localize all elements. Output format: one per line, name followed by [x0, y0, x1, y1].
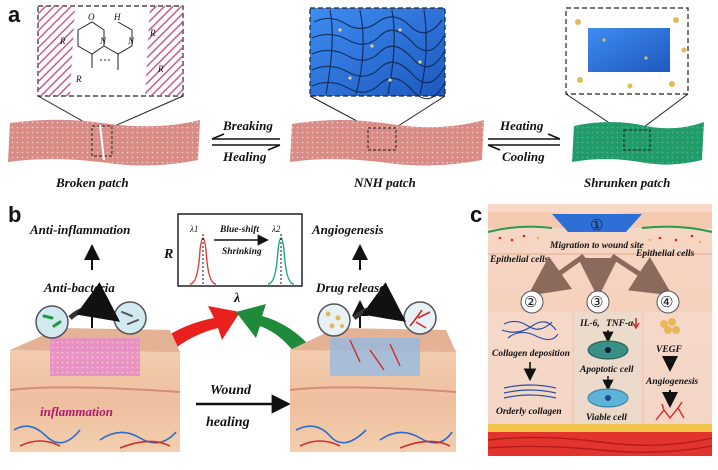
- vegf-particles: [660, 318, 680, 334]
- label-viable-cell: Viable cell: [586, 413, 627, 423]
- label-epithelial-left: Epithelial cells: [489, 255, 549, 265]
- label-angiogenesis: Angiogenesis: [311, 222, 384, 237]
- svg-text:R: R: [157, 64, 164, 74]
- svg-text:R: R: [163, 247, 173, 262]
- svg-text:R: R: [75, 74, 82, 84]
- label-migration: Migration to wound site: [549, 241, 644, 251]
- label-broken-patch: Broken patch: [55, 175, 129, 190]
- svg-text:λ1: λ1: [189, 224, 198, 234]
- svg-text:R: R: [149, 28, 156, 38]
- vessel-sprouts: [655, 401, 685, 421]
- svg-text:Heating: Heating: [499, 118, 544, 133]
- label-inflammation: inflammation: [40, 404, 113, 419]
- svg-text:Healing: Healing: [222, 149, 267, 164]
- step-2: ②: [524, 294, 537, 311]
- step-1: ①: [590, 217, 603, 234]
- svg-text:Wound: Wound: [210, 383, 252, 398]
- svg-text:N: N: [127, 36, 135, 46]
- arrows-breaking-healing: Breaking Healing: [211, 118, 281, 164]
- svg-text:healing: healing: [206, 415, 250, 430]
- label-anti-bacteria: Anti-bacteria: [43, 280, 115, 295]
- label-collagen-deposition: Collagen deposition: [492, 349, 570, 359]
- svg-text:Cooling: Cooling: [502, 149, 545, 164]
- label-tnf: TNF-α: [606, 319, 634, 329]
- inset-chemistry: R R R R O H N N: [37, 5, 184, 97]
- reflection-spectrum: R λ λ1 λ2 Blue-shift Shrinking: [163, 213, 303, 306]
- arrow-wound-healing: Wound healing: [196, 383, 291, 430]
- label-c-angiogenesis: Angiogenesis: [645, 377, 699, 387]
- inset-shrunken: [565, 7, 689, 95]
- collagen-fibers: [501, 320, 559, 341]
- svg-text:H: H: [113, 12, 121, 22]
- broken-patch: [8, 119, 200, 166]
- label-nnh-patch: NNH patch: [353, 175, 416, 190]
- shrunken-patch: [572, 122, 704, 165]
- panel-b-letter: b: [8, 202, 21, 227]
- label-shrunken-patch: Shrunken patch: [584, 175, 670, 190]
- red-arrow: [118, 306, 240, 402]
- svg-text:O: O: [88, 12, 95, 22]
- skin-block-right: [289, 282, 457, 452]
- arrows-heating-cooling: Heating Cooling: [487, 118, 561, 164]
- label-apoptotic-cell: Apoptotic cell: [579, 365, 634, 375]
- label-epithelial-right: Epithelial cells: [635, 249, 695, 259]
- panel-a-letter: a: [8, 2, 21, 27]
- panel-c-letter: c: [470, 202, 482, 227]
- svg-text:λ2: λ2: [271, 224, 281, 234]
- svg-text:Breaking: Breaking: [222, 118, 273, 133]
- step-3: ③: [590, 294, 603, 311]
- svg-text:R: R: [59, 36, 66, 46]
- nnh-patch: [290, 120, 484, 166]
- skin-block-left: [9, 282, 181, 452]
- label-vegf: VEGF: [656, 345, 683, 355]
- label-orderly-collagen: Orderly collagen: [496, 407, 562, 417]
- svg-text:λ: λ: [233, 291, 240, 306]
- label-il6: IL-6,: [579, 319, 600, 329]
- step-4: ④: [660, 294, 673, 311]
- label-anti-inflammation: Anti-inflammation: [29, 222, 130, 237]
- label-drug-release: Drug release: [315, 280, 385, 295]
- svg-text:N: N: [99, 36, 107, 46]
- svg-text:Shrinking: Shrinking: [222, 247, 262, 257]
- svg-text:Blue-shift: Blue-shift: [219, 225, 259, 235]
- inset-network: [309, 7, 446, 100]
